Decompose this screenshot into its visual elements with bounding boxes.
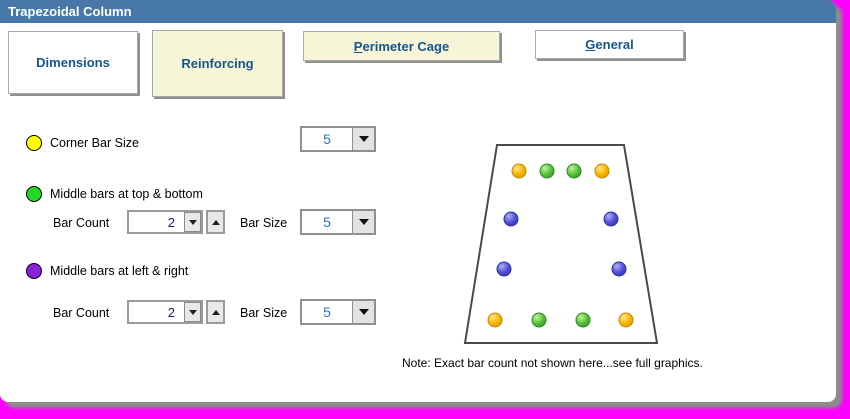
rebar-dot-left-right	[611, 261, 627, 277]
rebar-dot-left-right	[503, 211, 519, 227]
top-bottom-bar-size-value: 5	[323, 214, 331, 230]
chevron-down-icon	[188, 219, 197, 225]
left-right-bar-count-increment-button[interactable]	[206, 300, 225, 324]
trapezoid-outline	[463, 144, 659, 344]
left-right-bar-count-field[interactable]: 2	[127, 300, 203, 324]
chevron-up-icon	[211, 309, 220, 315]
rebar-dot-left-right	[496, 261, 512, 277]
corner-bar-legend-icon	[26, 135, 42, 151]
top-bottom-bar-count-value: 2	[167, 214, 175, 230]
chevron-down-icon	[188, 309, 197, 315]
left-right-bar-count-stepper: 2	[127, 300, 225, 324]
tab-reinforcing[interactable]: Reinforcing	[152, 30, 283, 97]
chevron-down-icon	[358, 219, 369, 225]
trapezoidal-column-dialog: Trapezoidal Column Dimensions Reinforcin…	[0, 0, 836, 402]
top-bottom-bar-count-stepper: 2	[127, 210, 225, 234]
title-bar[interactable]: Trapezoidal Column	[0, 0, 836, 23]
corner-bar-size-dropdown-button[interactable]	[352, 128, 374, 150]
tab-perimeter-cage[interactable]: Perimeter Cage	[303, 31, 500, 61]
top-bottom-legend-icon	[26, 186, 42, 202]
tab-general[interactable]: General	[535, 30, 684, 59]
corner-bar-size-value: 5	[323, 131, 331, 147]
rebar-dot-corner	[618, 312, 634, 328]
diagram-note: Note: Exact bar count not shown here...s…	[402, 356, 703, 370]
left-right-section-label: Middle bars at left & right	[50, 264, 189, 278]
top-bottom-bar-count-decrement-button[interactable]	[184, 212, 201, 232]
top-bottom-bar-count-label: Bar Count	[53, 216, 110, 230]
rebar-dot-top-bottom	[539, 163, 555, 179]
left-right-bar-size-dropdown[interactable]: 5	[300, 299, 376, 325]
top-bottom-bar-size-dropdown[interactable]: 5	[300, 209, 376, 235]
corner-bar-size-label: Corner Bar Size	[50, 136, 139, 150]
tab-reinforcing-label: Reinforcing	[181, 56, 254, 71]
top-bottom-bar-count-increment-button[interactable]	[206, 210, 225, 234]
rebar-dot-top-bottom	[531, 312, 547, 328]
chevron-down-icon	[358, 136, 369, 142]
top-bottom-section-label: Middle bars at top & bottom	[50, 187, 203, 201]
left-right-bar-size-value: 5	[323, 304, 331, 320]
top-bottom-bar-size-dropdown-button[interactable]	[352, 211, 374, 233]
tab-dimensions-label: Dimensions	[36, 55, 110, 70]
tab-dimensions[interactable]: Dimensions	[8, 31, 138, 94]
chevron-down-icon	[358, 309, 369, 315]
left-right-bar-count-value: 2	[167, 304, 175, 320]
rebar-dot-left-right	[603, 211, 619, 227]
chevron-up-icon	[211, 219, 220, 225]
tab-general-label: General	[585, 37, 634, 52]
rebar-dot-corner	[594, 163, 610, 179]
rebar-dot-top-bottom	[575, 312, 591, 328]
left-right-bar-count-label: Bar Count	[53, 306, 110, 320]
rebar-dot-corner	[511, 163, 527, 179]
left-right-bar-count-decrement-button[interactable]	[184, 302, 201, 322]
rebar-dot-top-bottom	[566, 163, 582, 179]
top-bottom-bar-size-label: Bar Size	[240, 216, 288, 230]
corner-bar-size-dropdown[interactable]: 5	[300, 126, 376, 152]
page-title: Trapezoidal Column	[8, 4, 132, 19]
rebar-dot-corner	[487, 312, 503, 328]
left-right-bar-size-dropdown-button[interactable]	[352, 301, 374, 323]
top-bottom-bar-count-field[interactable]: 2	[127, 210, 203, 234]
trapezoid-cross-section-diagram	[463, 144, 659, 344]
left-right-legend-icon	[26, 263, 42, 279]
tab-perimeter-cage-label: Perimeter Cage	[353, 38, 450, 54]
left-right-bar-size-label: Bar Size	[240, 306, 288, 320]
